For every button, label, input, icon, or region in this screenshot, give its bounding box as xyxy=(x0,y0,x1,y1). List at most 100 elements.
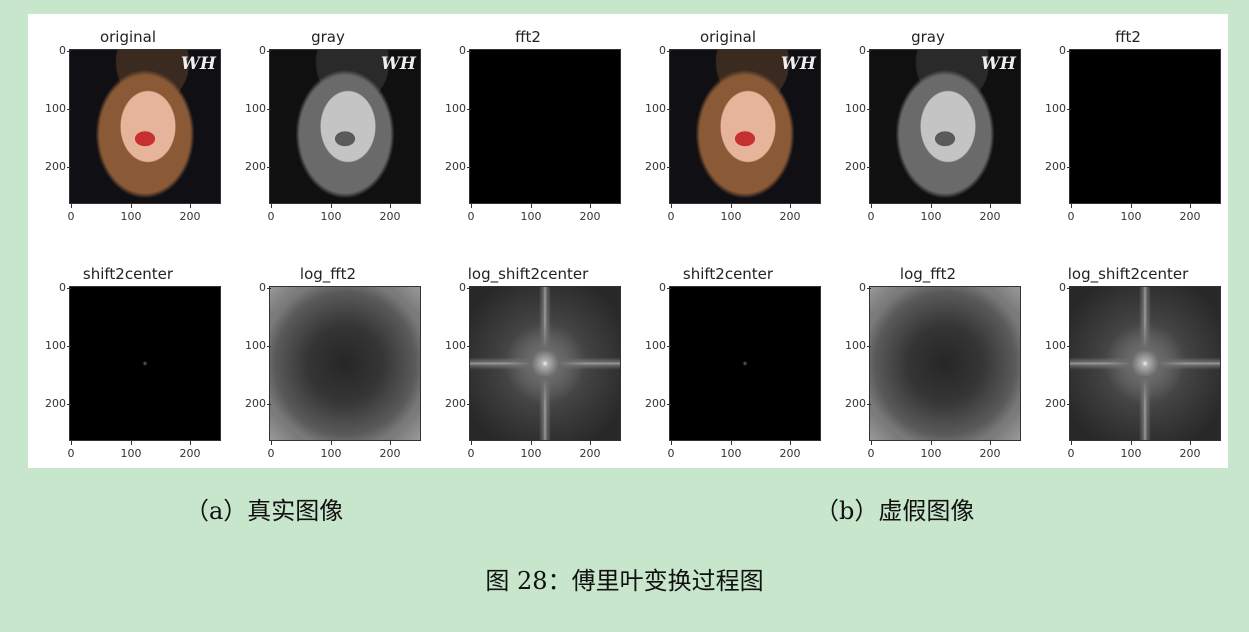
x-tick-label: 100 xyxy=(311,441,351,460)
subplot-image xyxy=(69,286,221,441)
x-tick-label: 100 xyxy=(1111,204,1151,223)
x-tick-label: 200 xyxy=(170,204,210,223)
y-tick-label: 100 xyxy=(432,102,471,115)
subplot-image: WH xyxy=(69,49,221,204)
x-tick-label: 200 xyxy=(970,204,1010,223)
x-tick-label: 0 xyxy=(651,204,691,223)
x-tick-label: 200 xyxy=(570,204,610,223)
x-tick-label: 0 xyxy=(1051,204,1091,223)
subplot-image xyxy=(1069,49,1221,204)
x-tick-label: 0 xyxy=(251,441,291,460)
y-tick-label: 0 xyxy=(432,281,471,294)
x-tick-label: 100 xyxy=(511,204,551,223)
subplot-title: log_fft2 xyxy=(299,265,357,283)
x-tick-label: 100 xyxy=(511,441,551,460)
y-tick-label: 200 xyxy=(232,160,271,173)
y-tick-label: 200 xyxy=(832,397,871,410)
x-tick-label: 100 xyxy=(111,441,151,460)
subplot-image: WH xyxy=(869,49,1021,204)
x-tick-label: 200 xyxy=(570,441,610,460)
y-tick-label: 0 xyxy=(632,281,671,294)
y-tick-label: 100 xyxy=(32,102,71,115)
y-tick-label: 0 xyxy=(832,281,871,294)
x-tick-label: 0 xyxy=(1051,441,1091,460)
x-tick-label: 0 xyxy=(451,204,491,223)
subplot-image: WH xyxy=(669,49,821,204)
y-tick-label: 100 xyxy=(832,339,871,352)
x-tick-label: 200 xyxy=(370,441,410,460)
y-tick-label: 200 xyxy=(632,160,671,173)
x-tick-label: 100 xyxy=(911,204,951,223)
caption-sub-a: （a）真实图像 xyxy=(185,497,344,525)
x-tick-label: 200 xyxy=(1170,441,1210,460)
x-tick-label: 100 xyxy=(1111,441,1151,460)
y-tick-label: 0 xyxy=(232,281,271,294)
x-tick-label: 200 xyxy=(770,441,810,460)
y-tick-label: 0 xyxy=(232,44,271,57)
y-tick-label: 0 xyxy=(32,281,71,294)
subplot-title: log_shift2center xyxy=(1067,265,1189,283)
y-tick-label: 0 xyxy=(632,44,671,57)
y-tick-label: 0 xyxy=(1032,281,1071,294)
subplot-image xyxy=(1069,286,1221,441)
y-tick-label: 100 xyxy=(32,339,71,352)
subplot-title: original xyxy=(699,28,757,46)
subplot-image xyxy=(669,286,821,441)
subplot-log-fft2: log_fft2 0 100 200 0 100 200 xyxy=(228,251,428,471)
subplot-title: shift2center xyxy=(682,265,774,283)
photo-watermark: WH xyxy=(780,54,816,74)
photo-watermark: WH xyxy=(180,54,216,74)
x-tick-label: 200 xyxy=(170,441,210,460)
y-tick-label: 100 xyxy=(232,339,271,352)
y-tick-label: 0 xyxy=(832,44,871,57)
y-tick-label: 100 xyxy=(432,339,471,352)
y-tick-label: 100 xyxy=(1032,339,1071,352)
x-tick-label: 200 xyxy=(370,204,410,223)
y-tick-label: 200 xyxy=(232,397,271,410)
subplot-image: WH xyxy=(269,49,421,204)
subplot-title: gray xyxy=(311,28,345,46)
x-tick-label: 0 xyxy=(451,441,491,460)
subplot-title: original xyxy=(99,28,157,46)
y-tick-label: 200 xyxy=(32,160,71,173)
y-tick-label: 200 xyxy=(1032,397,1071,410)
subplot-title: fft2 xyxy=(515,28,541,46)
figure-caption: 图 28：傅里叶变换过程图 xyxy=(485,567,764,595)
x-tick-label: 0 xyxy=(251,204,291,223)
x-tick-label: 100 xyxy=(911,441,951,460)
x-tick-label: 100 xyxy=(111,204,151,223)
x-tick-label: 200 xyxy=(770,204,810,223)
x-tick-label: 0 xyxy=(851,441,891,460)
subplot-image xyxy=(869,286,1021,441)
x-tick-label: 0 xyxy=(51,204,91,223)
x-tick-label: 200 xyxy=(1170,204,1210,223)
subplot-image xyxy=(269,286,421,441)
y-tick-label: 0 xyxy=(32,44,71,57)
subplot-title: log_shift2center xyxy=(467,265,589,283)
subplot-image xyxy=(469,49,621,204)
y-tick-label: 0 xyxy=(432,44,471,57)
x-tick-label: 0 xyxy=(851,204,891,223)
y-tick-label: 200 xyxy=(1032,160,1071,173)
y-tick-label: 100 xyxy=(1032,102,1071,115)
y-tick-label: 200 xyxy=(432,397,471,410)
y-tick-label: 100 xyxy=(832,102,871,115)
subplot-title: log_fft2 xyxy=(899,265,957,283)
x-tick-label: 0 xyxy=(651,441,691,460)
photo-watermark: WH xyxy=(380,54,416,74)
photo-watermark: WH xyxy=(980,54,1016,74)
caption-sub-b: （b）虚假图像 xyxy=(815,497,975,525)
x-tick-label: 200 xyxy=(970,441,1010,460)
y-tick-label: 100 xyxy=(232,102,271,115)
